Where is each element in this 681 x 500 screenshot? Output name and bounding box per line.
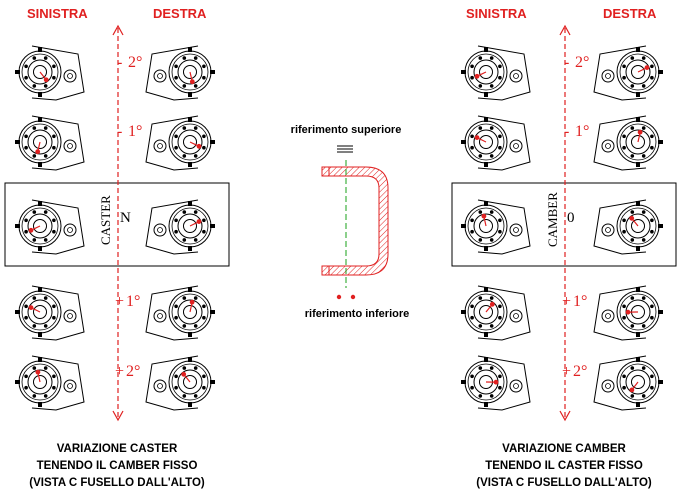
hub-drawing <box>593 285 663 341</box>
svg-text:1°: 1° <box>128 123 142 140</box>
svg-text:2°: 2° <box>126 363 140 380</box>
caster-label: CASTER <box>98 195 113 245</box>
scale-step: + 1° <box>115 293 140 310</box>
scale-step: + 1° <box>562 293 587 310</box>
hub-drawing <box>593 355 663 411</box>
neutral-box <box>451 182 677 267</box>
scale-step: - 1° <box>117 123 142 140</box>
svg-text:1°: 1° <box>575 123 589 140</box>
hub-drawing <box>593 45 663 101</box>
col-label-destra: DESTRA <box>603 6 657 21</box>
svg-text:-: - <box>564 54 569 71</box>
scale-step: - 2° <box>564 54 589 71</box>
neutral-mark: 0 <box>567 210 575 226</box>
bottom-reference-point <box>350 294 356 300</box>
hub-drawing <box>593 115 663 171</box>
hub-drawing <box>461 355 531 411</box>
neutral-mark: N <box>120 210 131 226</box>
svg-text:-: - <box>117 54 122 71</box>
scale-step: - 2° <box>117 54 142 71</box>
axis-arrow-down <box>112 410 124 422</box>
hub-drawing <box>461 199 531 255</box>
col-label-sinistra: SINISTRA <box>466 6 527 21</box>
svg-text:2°: 2° <box>128 54 142 71</box>
scale-step: + 2° <box>562 363 587 380</box>
axis-arrow-down <box>559 410 571 422</box>
svg-text:+: + <box>562 363 571 380</box>
svg-text:+: + <box>115 293 124 310</box>
bracket-shape <box>321 166 389 276</box>
svg-text:1°: 1° <box>573 293 587 310</box>
camber-panel: SINISTRA DESTRA CAMBER 0 - 2° - 1° + 1° … <box>451 6 677 489</box>
svg-text:-: - <box>117 123 122 140</box>
hub-drawing <box>15 115 85 171</box>
caption-line-2: TENENDO IL CASTER FISSO <box>485 460 643 472</box>
reference-bracket-diagram: riferimento superiore riferimento inferi… <box>291 124 410 320</box>
top-reference-label: riferimento superiore <box>291 124 402 136</box>
hub-drawing <box>145 355 215 411</box>
hub-drawings <box>15 45 663 411</box>
svg-text:1°: 1° <box>126 293 140 310</box>
hub-drawing <box>15 45 85 101</box>
scale-step: + 2° <box>115 363 140 380</box>
camber-label: CAMBER <box>545 192 560 247</box>
hub-drawing <box>145 199 215 255</box>
caption-line-3: (VISTA C FUSELLO DALL'ALTO) <box>29 477 205 489</box>
svg-text:-: - <box>564 123 569 140</box>
hub-drawing <box>15 355 85 411</box>
svg-text:+: + <box>562 293 571 310</box>
hub-drawing <box>15 285 85 341</box>
axis-arrow-up <box>112 24 124 36</box>
svg-text:+: + <box>115 363 124 380</box>
hub-drawing <box>461 115 531 171</box>
hub-drawing <box>15 199 85 255</box>
bottom-reference-point <box>336 294 342 300</box>
caption-line-1: VARIAZIONE CASTER <box>57 443 178 455</box>
caster-panel: SINISTRA DESTRA CASTER N - 2° - 1° + 1° … <box>4 6 230 489</box>
svg-text:2°: 2° <box>573 363 587 380</box>
col-label-destra: DESTRA <box>153 6 207 21</box>
hub-drawing <box>461 45 531 101</box>
hub-drawing <box>145 45 215 101</box>
scale-step: - 1° <box>564 123 589 140</box>
hub-drawing <box>145 115 215 171</box>
col-label-sinistra: SINISTRA <box>27 6 88 21</box>
axis-arrow-up <box>559 24 571 36</box>
hub-drawing <box>145 285 215 341</box>
caption-line-3: (VISTA C FUSELLO DALL'ALTO) <box>476 477 652 489</box>
bottom-reference-label: riferimento inferiore <box>305 308 410 320</box>
caption-line-2: TENENDO IL CAMBER FISSO <box>37 460 198 472</box>
svg-text:2°: 2° <box>575 54 589 71</box>
hub-drawing <box>593 199 663 255</box>
hub-drawing <box>461 285 531 341</box>
neutral-box <box>4 182 230 267</box>
caption-line-1: VARIAZIONE CAMBER <box>502 443 626 455</box>
